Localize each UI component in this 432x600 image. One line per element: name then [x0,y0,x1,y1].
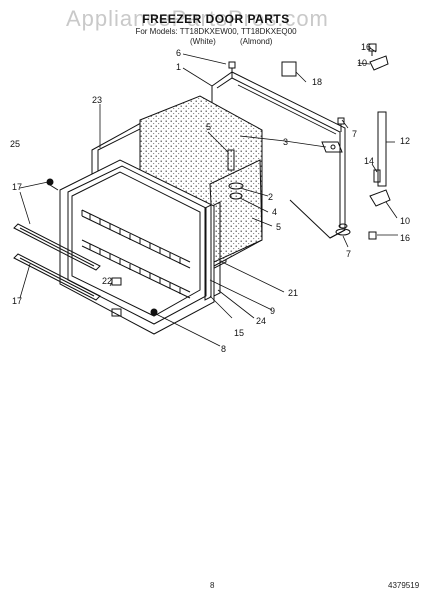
shelf-rail-lower [13,253,101,301]
callout-10-top: 10 [357,58,367,68]
screw-top [228,61,236,75]
cap-16-top [368,43,377,56]
callout-8: 9 [270,306,275,316]
screw-right [337,117,345,132]
spacer-18 [281,61,297,77]
callout-7-lower: 7 [346,249,351,259]
shelf-rail-upper [13,223,101,271]
diagram-title: FREEZER DOOR PARTS [142,12,290,26]
callout-17-upper: 17 [12,182,22,192]
callout-5-upper: 5 [206,122,211,132]
callout-4: 4 [272,207,277,217]
callout-5-lower: 5 [276,222,281,232]
callout-16-bottom: 16 [400,233,410,243]
spring-14 [373,169,381,183]
screw-9 [150,308,158,316]
hinge-bracket-right [321,141,343,153]
screw-25 [46,178,59,191]
bracket-10-top [369,55,389,71]
callout-16-top: 16 [361,42,371,52]
page-number: 8 [210,581,215,590]
callout-17-lower: 17 [12,296,22,306]
handle-rod-12 [377,111,387,187]
hinge-pin [227,149,244,200]
model-numbers: For Models: TT18DKXEW00, TT18DKXEQ00 [135,27,297,36]
color-white: (White) [190,37,216,46]
color-almond: (Almond) [240,37,273,46]
rail-end-cap-lower [111,308,122,317]
callout-9: 8 [221,344,226,354]
door-shelf-upper [81,209,191,269]
callout-22: 22 [102,276,112,286]
document-number: 4379519 [388,581,420,590]
callout-12: 12 [400,136,410,146]
leader-lines [19,47,398,347]
callout-7-upper: 7 [352,129,357,139]
rail-end-cap-upper [111,277,122,286]
callout-10-bottom: 10 [400,216,410,226]
callout-21: 21 [288,288,298,298]
trim-strip-24 [213,201,221,297]
bracket-10-bottom [369,189,391,207]
callout-23: 23 [92,95,102,105]
callout-labels: 6 1 23 5 3 2 4 5 7 7 16 10 18 12 14 10 1… [10,42,410,354]
callout-24: 24 [256,316,266,326]
callout-1: 1 [176,62,181,72]
callout-6: 6 [176,48,181,58]
callout-18: 18 [312,77,322,87]
callout-2: 2 [268,192,273,202]
callout-25: 25 [10,139,20,149]
callout-15: 15 [234,328,244,338]
callout-3: 3 [283,137,288,147]
callout-14: 14 [364,156,374,166]
door-shelf-lower [81,239,191,299]
bushing-7-lower [335,223,351,236]
watermark: AppliancePartsPros.com [66,6,329,31]
cap-16-bottom [368,231,377,240]
